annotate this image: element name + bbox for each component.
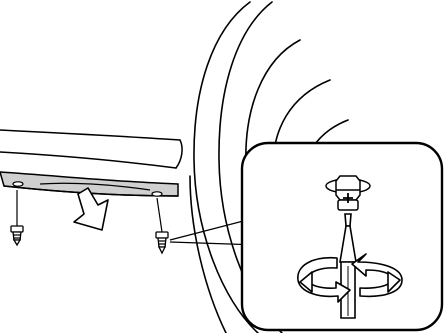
tire-arc-6 [190,176,226,333]
screw-left-shank [13,232,21,240]
fender-edge-top [0,130,180,140]
fender-lines [0,130,182,168]
screwdriver-tip [345,214,351,226]
screw-right-shank [158,238,166,247]
screw-icon [156,198,168,253]
screw-hole-left [13,182,23,186]
screw-icon [11,190,23,245]
screw-right-tip [159,247,165,253]
detail-callout [242,143,442,330]
screw-hole-right [152,192,162,196]
screw-right-head [156,232,168,238]
screw-left-head [11,226,23,232]
screw-right-guide [157,198,162,232]
fender-curve [176,140,182,168]
fender-edge-lower [0,152,176,168]
screw-left-tip [14,240,20,245]
